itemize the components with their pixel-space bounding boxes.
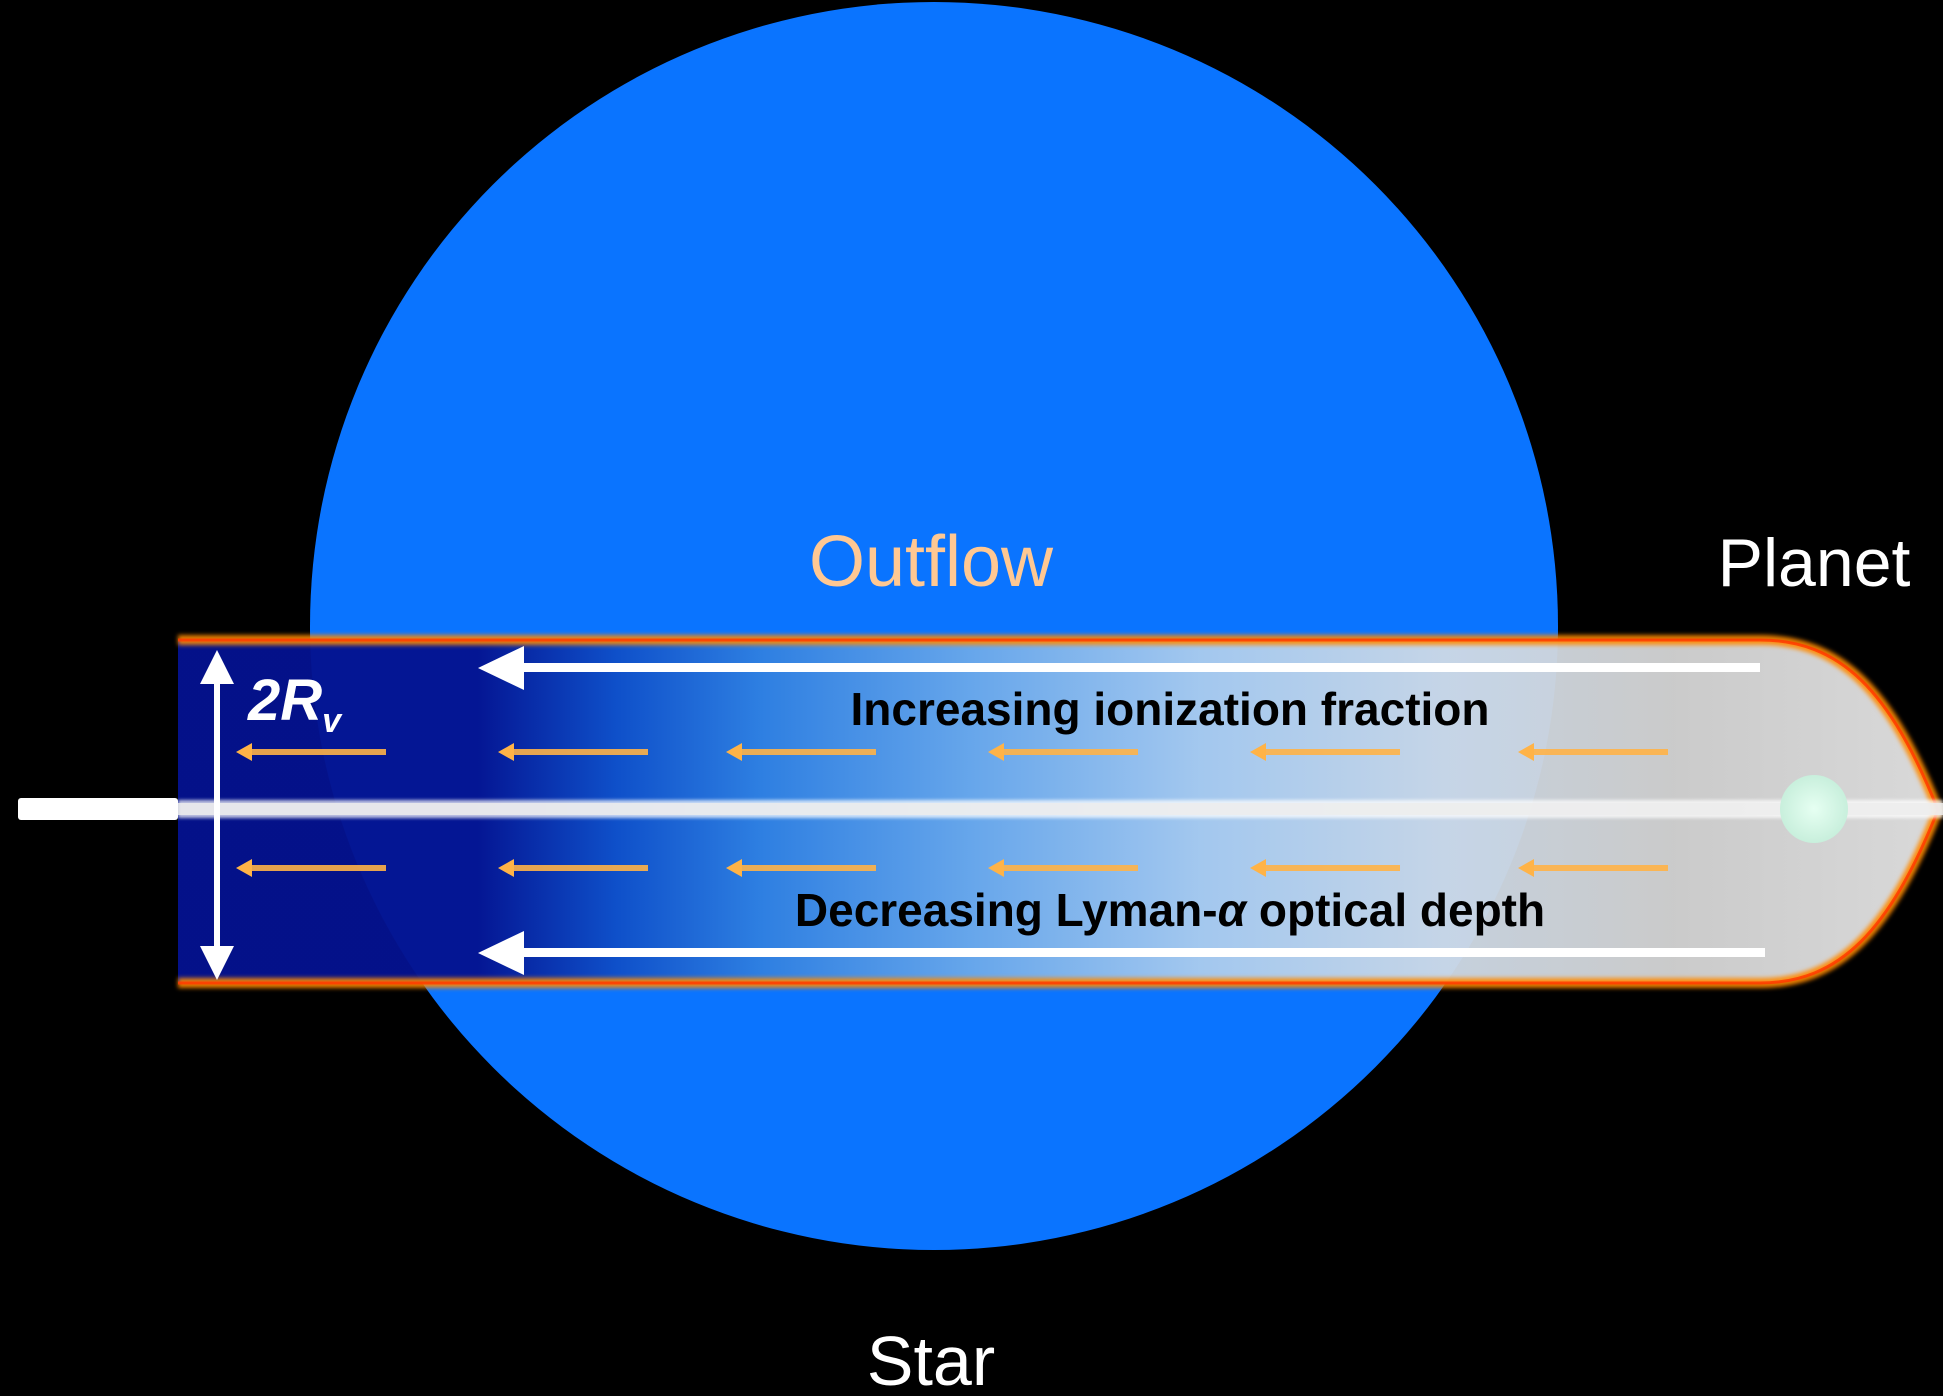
width-label: 2Rv (247, 668, 343, 740)
bottom-white-arrow (478, 931, 1765, 975)
flow-arrow-icon (1250, 859, 1400, 877)
ionization-label: Increasing ionization fraction (851, 683, 1490, 735)
flow-arrow-icon (726, 859, 876, 877)
axis-line (18, 798, 1943, 820)
outflow-label: Outflow (809, 522, 1054, 602)
optical-depth-label: Decreasing Lyman-α optical depth (795, 884, 1545, 936)
flow-arrow-icon (1518, 859, 1668, 877)
planet-body (1780, 775, 1848, 843)
width-marker-icon (200, 650, 234, 980)
star-disk (310, 2, 1558, 1250)
flow-arrow-icon (236, 743, 386, 761)
flow-arrow-icon (726, 743, 876, 761)
flow-arrow-icon (498, 743, 648, 761)
flow-arrow-icon (498, 859, 648, 877)
top-white-arrow (478, 646, 1760, 690)
flow-arrow-icon (236, 859, 386, 877)
flow-arrow-icon (988, 859, 1138, 877)
flow-arrows (236, 743, 1668, 877)
flow-arrow-icon (1518, 743, 1668, 761)
flow-arrow-icon (988, 743, 1138, 761)
flow-arrow-icon (1250, 743, 1400, 761)
star-label: Star (867, 1322, 995, 1396)
planet-label: Planet (1718, 525, 1911, 601)
